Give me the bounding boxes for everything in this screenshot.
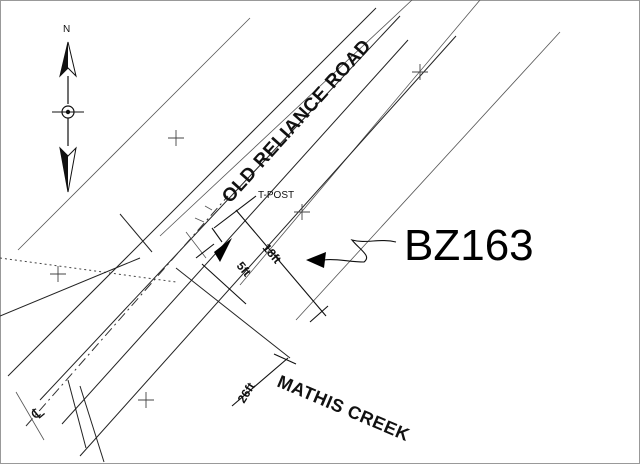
culvert-wing-north [119,213,153,253]
dimension-26ft-line [231,357,289,407]
centerline-symbol: ℄ [28,403,48,424]
reference-line-2 [159,0,413,237]
creek-dotted-line [0,257,177,283]
compass-rose-icon [52,105,84,119]
t-post-leader [213,195,257,229]
road-label: OLD RELIANCE ROAD [218,36,376,208]
road-edge-west-inner [39,15,401,401]
culvert-edge-c [15,391,45,441]
survey-crosses [50,64,428,408]
road-centerline [25,195,229,427]
creek-channel-line [175,267,291,359]
reference-line-4 [295,31,561,321]
t-post-witness [211,227,223,243]
survey-cross-3 [294,204,310,220]
survey-cross-2 [412,64,428,80]
north-arrow-head-shaded [60,42,68,76]
north-arrow-icon: N [52,24,84,193]
t-post-label: T-POST [258,190,294,201]
t-post-ticks [194,205,213,223]
dimension-5ft-label: 5ft [234,259,254,279]
north-label: N [63,24,70,35]
marker-arrowhead [306,252,326,268]
creek-label: MATHIS CREEK [274,371,412,445]
marker-squiggle [323,238,397,263]
t-post-triangle-icon [214,238,232,262]
road-edge-east-inner [61,39,409,425]
culvert-edge-a [67,379,87,449]
reference-line-1 [17,17,251,251]
dimension-26ft-label: 26ft [235,380,258,406]
culvert-edge-b [79,385,105,463]
creek-bank-line [0,257,141,317]
dimension-18ft-line [235,209,327,317]
dimension-5ft-line [201,263,247,305]
culvert-wing-south [185,231,207,259]
survey-cross-1 [168,130,184,146]
road-edge-west [7,7,377,377]
survey-cross-5 [138,392,154,408]
road-edge-east [79,35,457,457]
survey-cross-4 [50,266,66,282]
marker-label: BZ163 [404,221,534,270]
marker-pointer-icon [306,238,397,268]
dimension-5ft: 5ft [195,243,254,305]
north-arrow-tail-shaded [60,148,68,192]
